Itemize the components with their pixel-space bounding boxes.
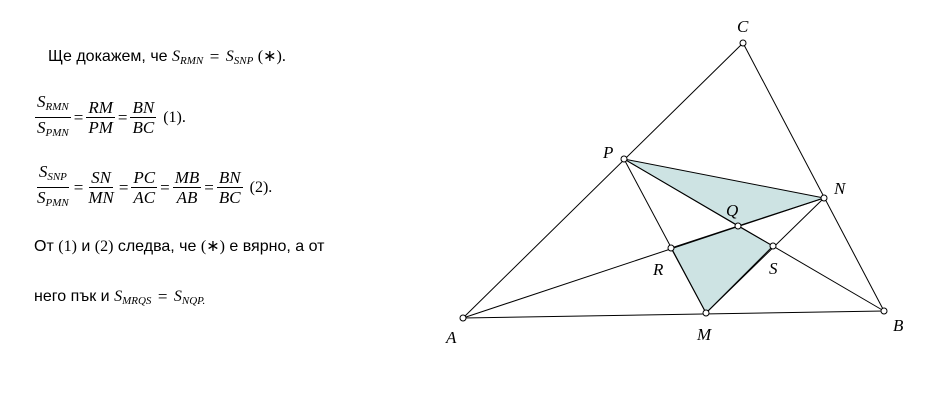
point-s [769,242,777,250]
eq2-fraction-2: SN MN [88,168,114,207]
eq2-fraction-4: MB AB [172,168,202,207]
quadrilateral-mrqs-shaded [670,225,774,314]
label-a: A [445,328,457,347]
point-m [702,309,710,317]
area-mrqs: SMRQS [114,288,152,308]
label-q: Q [726,201,738,220]
segment-am-n [462,197,825,319]
conclusion-text-1: От [34,238,54,255]
equation-1: SRMN SPMN = RM PM = BN BC (1). [34,92,186,143]
eq1-tag: (1). [163,108,186,126]
conclusion-text-2: и [81,238,91,255]
point-b [880,307,888,315]
point-r [667,244,675,252]
label-s: S [769,259,778,278]
eq2-fraction-3: PC AC [131,168,158,207]
conclusion-line-1: От (1) и (2) следва, че (∗) е вярно, а о… [34,236,324,256]
ref-star: (∗) [200,238,225,255]
point-a [459,314,467,322]
statement-line: Ще докажем, че SRMN = SSNP (∗). [48,46,286,67]
segment-cb [742,42,885,312]
statement-prefix: Ще докажем, че [48,48,168,65]
label-n: N [833,179,847,198]
segment-mn [705,197,825,314]
label-p: P [602,143,613,162]
conclusion-line-2: него пък и SMRQS = SNQP. [34,287,206,308]
segment-ab [462,310,885,319]
area-rmn: SRMN [172,48,204,67]
eq2-tag: (2). [249,178,273,196]
segment-pm [623,158,707,314]
point-c [739,39,747,47]
area-snp: SSNP [225,48,254,67]
conclusion-text-5: него пък и [34,288,110,306]
segment-ac [462,42,744,319]
eq1-fraction-2: RM PM [86,98,115,137]
label-m: M [696,325,712,344]
point-q [734,222,742,230]
segment-pb [623,158,885,312]
ref-1: (1) [58,238,77,255]
point-n [820,194,828,202]
conclusion-text-3: следва, че [117,238,197,255]
statement-suffix: (∗). [257,48,286,65]
area-nqp: SNQP. [173,288,206,308]
eq1-fraction-3: BN BC [130,98,157,137]
eq2-fraction-1: SSNP SPMN [36,162,69,209]
conclusion-text-4: е вярно, а от [229,238,325,255]
label-b: B [893,316,904,335]
equation-2: SSNP SPMN = SN MN = PC AC = MB AB = BN B… [34,162,272,213]
point-p [620,155,628,163]
label-r: R [652,260,664,279]
ref-2: (2) [94,238,114,255]
eq1-fraction-1: SRMN SPMN [35,92,71,139]
label-c: C [737,17,749,36]
eq2-fraction-5: BN BC [216,168,243,207]
